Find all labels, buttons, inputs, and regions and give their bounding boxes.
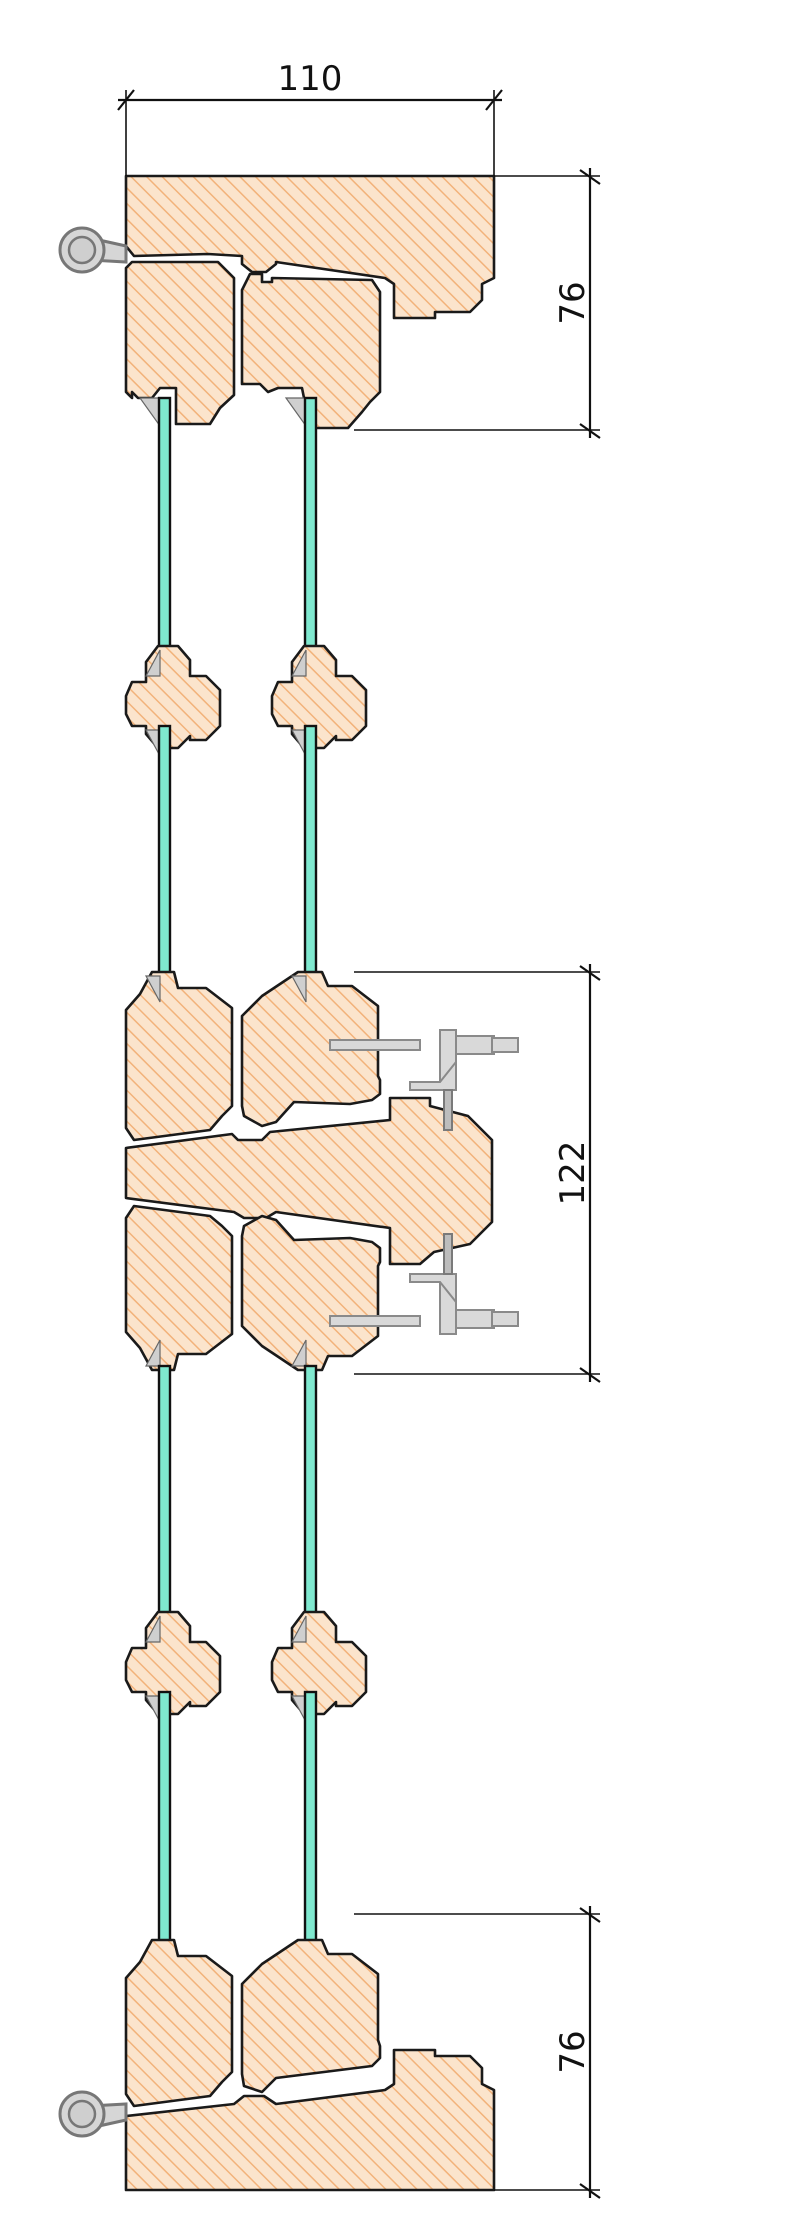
bottom-hinge [58,2090,128,2138]
top-glass-seal-outer [138,397,161,428]
mid-lower-sash-outer [124,1204,234,1372]
glass-pane-lower-inner-1 [303,1364,318,1644]
mid-upper-sash-outer [124,970,234,1142]
middle-height-dimension: 122 [354,964,601,1383]
glass-pane-upper-inner-1 [303,396,318,678]
top-frame-profile [124,174,496,320]
lower-muntin-seal-top-outer [144,1615,161,1643]
glass-pane-lower-outer-1 [157,1364,172,1644]
mid-glass-seal-outer-bot [144,1339,161,1367]
lower-muntin-seal-top-inner [290,1615,307,1643]
lower-muntin-inner [270,1610,368,1716]
glass-pane-upper-outer-1 [157,396,172,678]
bottom-height-dimension-label: 76 [553,2030,593,2073]
espagnolette-handle-icon-lower [329,1233,519,1335]
bottom-sash-outer [124,1938,234,2108]
top-sash-inner [240,272,382,430]
bottom-sash-inner [240,1938,382,2094]
glass-pane-upper-outer-2 [157,724,172,1002]
middle-height-dimension-label: 122 [553,1141,593,1206]
width-dimension: 110 [117,59,503,176]
lower-muntin-outer [124,1610,222,1716]
espagnolette-handle-icon [329,1029,519,1131]
upper-muntin-seal-top-inner [290,649,307,677]
width-dimension-label: 110 [278,59,343,99]
mid-glass-seal-inner-bot [290,1339,307,1367]
upper-muntin-outer [124,644,222,750]
glass-pane-lower-outer-2 [157,1690,172,1972]
glass-pane-lower-inner-2 [303,1690,318,1972]
mid-glass-seal-inner-top [290,975,307,1003]
mid-upper-sash-inner [240,970,382,1128]
top-glass-seal-inner [284,397,307,428]
bottom-frame-profile [124,2048,496,2192]
top-height-dimension-label: 76 [553,281,593,324]
upper-muntin-seal-top-outer [144,649,161,677]
upper-muntin-inner [270,644,368,750]
bottom-height-dimension: 76 [354,1906,601,2199]
top-sash-outer [124,260,236,426]
top-hinge [58,226,128,274]
top-height-dimension: 76 [354,168,601,439]
mid-glass-seal-outer-top [144,975,161,1003]
glass-pane-upper-inner-2 [303,724,318,1002]
mid-lower-sash-inner [240,1214,382,1372]
